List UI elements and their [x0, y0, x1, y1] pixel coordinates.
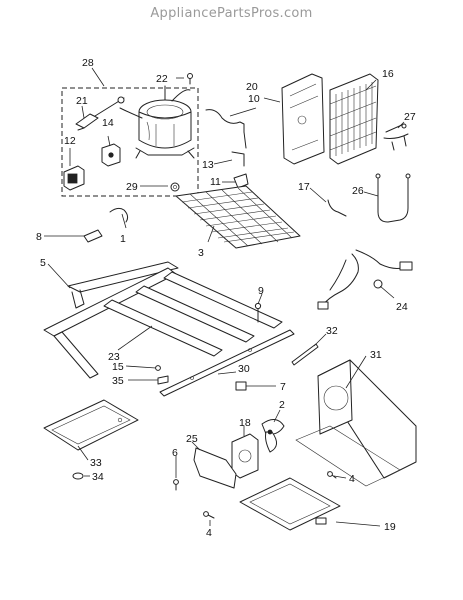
callout-14: 14 — [102, 117, 114, 129]
callout-27: 27 — [404, 111, 416, 123]
callout-9: 9 — [258, 285, 264, 297]
rail-30[interactable] — [159, 329, 295, 397]
compressor-start-device[interactable] — [75, 96, 125, 131]
callout-34: 34 — [92, 471, 104, 483]
grommet[interactable] — [170, 182, 180, 192]
tube-26[interactable] — [375, 173, 411, 223]
callout-11: 11 — [210, 176, 221, 188]
compressor[interactable] — [119, 85, 195, 159]
compressor-kit-group — [61, 73, 199, 197]
callout-28: 28 — [82, 57, 94, 69]
callout-13: 13 — [202, 159, 214, 171]
callout-26: 26 — [352, 185, 364, 197]
callout-15: 15 — [112, 361, 124, 373]
washer-34[interactable] — [72, 472, 84, 480]
condenser-coil[interactable] — [329, 73, 379, 165]
shroud-31[interactable] — [295, 359, 417, 487]
compressor-kit-boundary — [61, 87, 199, 197]
callout-30: 30 — [238, 363, 250, 375]
screw-15[interactable] — [155, 365, 161, 371]
callout-18: 18 — [239, 417, 251, 429]
tube-13[interactable] — [231, 151, 245, 167]
spacer-7[interactable] — [235, 381, 247, 391]
callout-29: 29 — [126, 181, 138, 193]
screw-4-right[interactable] — [327, 471, 337, 479]
drain-pan[interactable] — [239, 477, 341, 531]
fan-blade[interactable] — [261, 419, 285, 453]
clip-1[interactable] — [109, 207, 129, 223]
callout-labels: 28 22 21 14 12 29 20 10 16 27 13 11 17 2… — [36, 57, 416, 539]
evaporator-coil[interactable] — [175, 185, 301, 249]
fastener-35[interactable] — [157, 375, 169, 385]
callout-7: 7 — [280, 381, 286, 393]
wire-harness[interactable] — [317, 249, 413, 310]
watermark: AppliancePartsPros.com — [150, 6, 313, 21]
callout-4-lower: 4 — [206, 527, 212, 539]
callout-31: 31 — [370, 349, 382, 361]
leader-lines — [44, 67, 405, 527]
callout-3: 3 — [198, 247, 204, 259]
filter-drier[interactable] — [383, 123, 409, 151]
callout-35: 35 — [112, 375, 124, 387]
callout-21: 21 — [76, 95, 88, 107]
callout-24: 24 — [396, 301, 408, 313]
screw-22[interactable] — [187, 73, 193, 85]
callout-19: 19 — [384, 521, 396, 533]
callout-33: 33 — [90, 457, 102, 469]
callout-16: 16 — [382, 68, 394, 80]
callout-22: 22 — [156, 73, 168, 85]
callout-12: 12 — [64, 135, 76, 147]
screw-6[interactable] — [173, 479, 179, 491]
callout-5: 5 — [40, 257, 46, 269]
callout-10: 10 — [248, 93, 260, 105]
callout-20: 20 — [246, 81, 258, 93]
callout-4-right: 4 — [349, 473, 355, 485]
condenser-shroud[interactable] — [281, 73, 325, 165]
tube-assembly-10[interactable] — [205, 109, 247, 149]
base-frame[interactable] — [43, 261, 283, 379]
tube-17[interactable] — [327, 199, 347, 217]
access-cover[interactable] — [43, 399, 139, 451]
bolt-32[interactable] — [291, 343, 319, 366]
fan-motor[interactable] — [231, 433, 259, 479]
callout-25: 25 — [186, 433, 198, 445]
clip-11[interactable] — [233, 173, 249, 189]
pipe-8[interactable] — [83, 229, 103, 243]
callout-23: 23 — [108, 351, 120, 363]
callout-32: 32 — [326, 325, 338, 337]
callout-17: 17 — [298, 181, 310, 193]
callout-6: 6 — [172, 447, 178, 459]
compressor-relay[interactable] — [63, 165, 85, 191]
screw-4-lower[interactable] — [203, 511, 215, 519]
motor-bracket[interactable] — [193, 447, 237, 489]
callout-1: 1 — [120, 233, 126, 245]
callout-2: 2 — [279, 399, 285, 411]
callout-8: 8 — [36, 231, 42, 243]
compressor-overload[interactable] — [101, 143, 121, 167]
